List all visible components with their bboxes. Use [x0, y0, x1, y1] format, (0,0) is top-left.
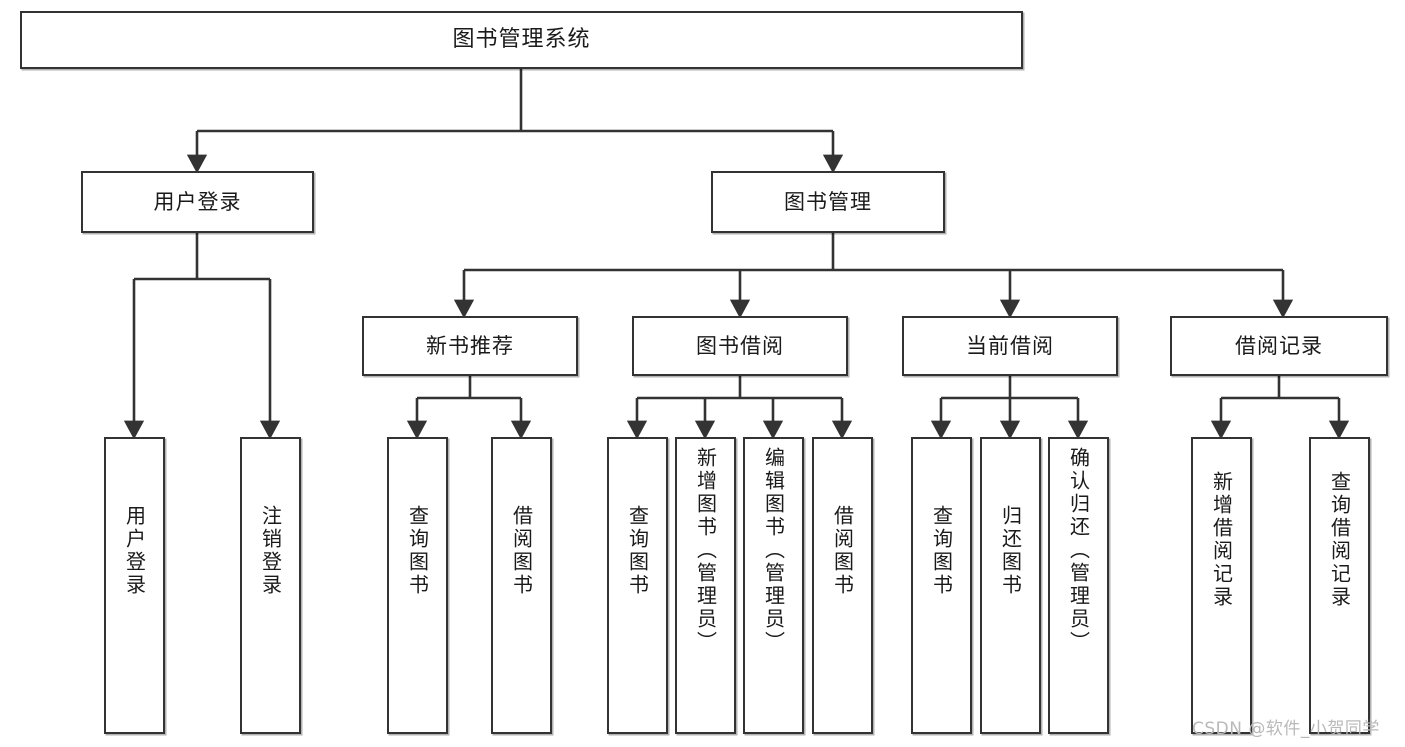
leaf-user-login-logout[interactable]: 注销登录 [240, 437, 301, 734]
node-label: 用户登录 [153, 189, 242, 214]
leaf-new-book-query-book[interactable]: 查询图书 [387, 437, 448, 734]
node-label: 借阅图书 [830, 505, 855, 597]
leaf-book-borrow-edit-book-admin[interactable]: 编辑图书（管理员） [743, 437, 804, 734]
node-book-management[interactable]: 图书管理 [711, 171, 945, 233]
node-label: 图书管理系统 [452, 27, 591, 53]
leaf-new-book-borrow-book[interactable]: 借阅图书 [491, 437, 552, 734]
leaf-current-borrow-return-book[interactable]: 归还图书 [980, 437, 1041, 734]
leaf-book-borrow-borrow-book[interactable]: 借阅图书 [812, 437, 873, 734]
node-label: 查询图书 [405, 505, 430, 597]
node-label: 归还图书 [998, 505, 1023, 597]
node-label: 查询图书 [625, 505, 650, 597]
leaf-book-borrow-query-book[interactable]: 查询图书 [607, 437, 668, 734]
node-label: 新书推荐 [426, 333, 514, 358]
node-root-book-management-system[interactable]: 图书管理系统 [20, 11, 1023, 69]
node-borrow-record[interactable]: 借阅记录 [1170, 316, 1388, 376]
node-label: 编辑图书（管理员） [761, 447, 786, 654]
node-new-book-recommend[interactable]: 新书推荐 [362, 316, 578, 376]
node-label: 图书管理 [784, 189, 872, 214]
node-label: 借阅图书 [509, 505, 534, 597]
leaf-current-borrow-confirm-return-admin[interactable]: 确认归还（管理员） [1048, 437, 1109, 734]
node-label: 确认归还（管理员） [1066, 447, 1091, 654]
node-book-borrow[interactable]: 图书借阅 [632, 316, 848, 376]
node-label: 查询借阅记录 [1327, 471, 1352, 609]
node-label: 新增借阅记录 [1209, 471, 1234, 609]
leaf-book-borrow-add-book-admin[interactable]: 新增图书（管理员） [675, 437, 736, 734]
leaf-borrow-record-query-record[interactable]: 查询借阅记录 [1309, 437, 1370, 734]
leaf-borrow-record-add-record[interactable]: 新增借阅记录 [1191, 437, 1252, 734]
node-current-borrow[interactable]: 当前借阅 [902, 316, 1118, 376]
node-label: 借阅记录 [1235, 333, 1323, 358]
leaf-current-borrow-query-book[interactable]: 查询图书 [911, 437, 972, 734]
node-label: 当前借阅 [966, 333, 1054, 358]
leaf-user-login-login[interactable]: 用户登录 [104, 437, 165, 734]
node-label: 查询图书 [929, 505, 954, 597]
node-label: 注销登录 [258, 505, 283, 597]
node-label: 图书借阅 [696, 333, 784, 358]
node-label: 新增图书（管理员） [693, 447, 718, 654]
node-label: 用户登录 [122, 505, 147, 597]
watermark-text: CSDN @软件_小贺同学 [1192, 719, 1380, 739]
node-user-login[interactable]: 用户登录 [81, 171, 314, 233]
